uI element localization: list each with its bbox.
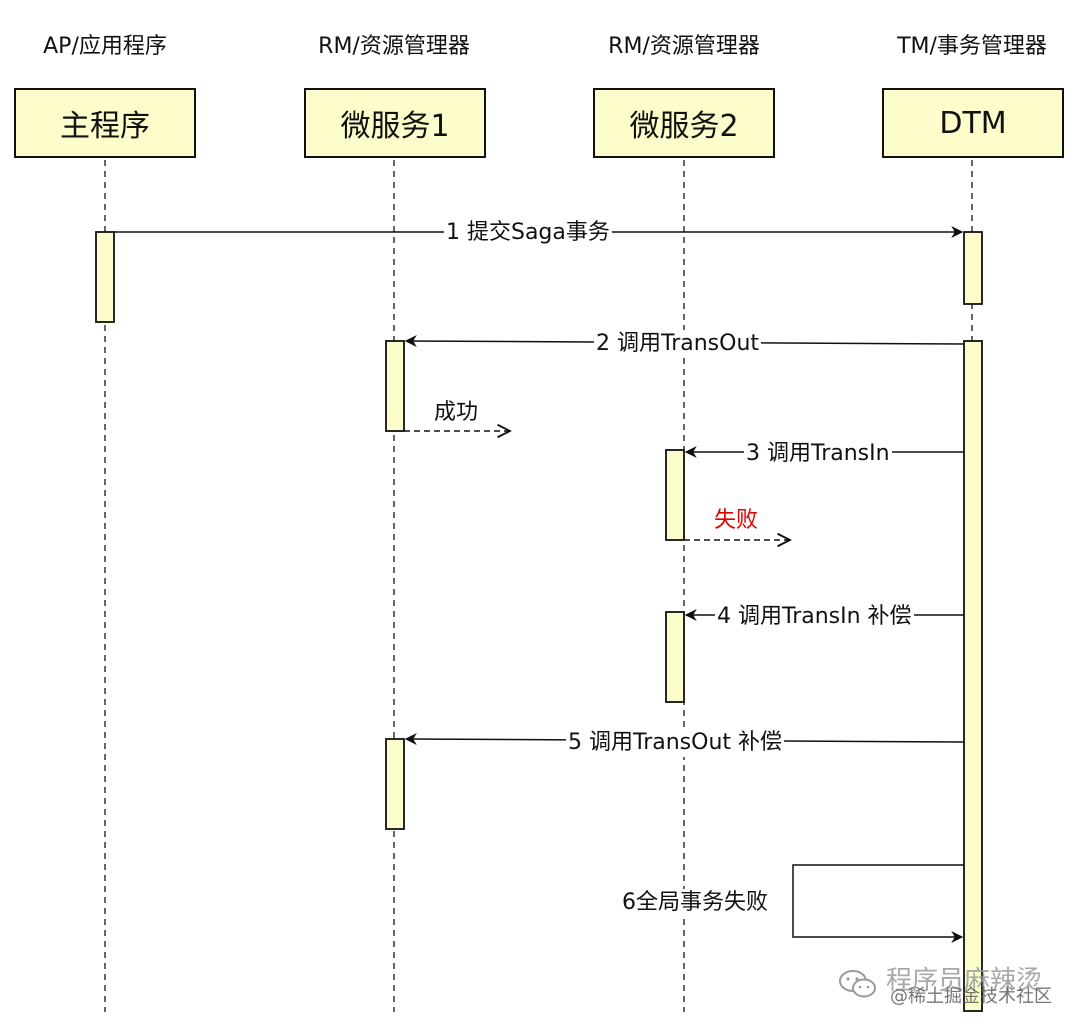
arrow-m6	[792, 864, 964, 943]
activation-svc1-1	[385, 340, 405, 432]
lifelines	[104, 160, 973, 1012]
role-svc1: RM/资源管理器	[318, 34, 470, 59]
label-m6: 6全局事务失败	[620, 889, 770, 917]
participant-dtm-label: DTM	[939, 105, 1007, 141]
role-dtm: TM/事务管理器	[897, 34, 1047, 59]
call-arrows	[114, 226, 965, 943]
label-r1: 成功	[434, 400, 479, 425]
participant-svc2: 微服务2	[593, 88, 775, 158]
label-m1: 1 提交Saga事务	[444, 219, 612, 247]
activation-dtm-2	[963, 340, 983, 1012]
participant-main: 主程序	[14, 88, 196, 158]
activation-dtm-1	[963, 231, 983, 305]
wechat-icon	[839, 970, 876, 998]
label-r2: 失败	[714, 508, 759, 533]
watermark-overlay: @稀土掘金技术社区	[890, 986, 1052, 1007]
label-m4: 4 调用TransIn 补偿	[715, 603, 914, 631]
activation-svc2-1	[665, 449, 685, 541]
role-main: AP/应用程序	[43, 34, 167, 59]
activation-svc1-2	[385, 738, 405, 830]
participant-svc2-label: 微服务2	[629, 109, 739, 144]
participant-svc1: 微服务1	[304, 88, 486, 158]
participant-main-label: 主程序	[60, 109, 150, 144]
participant-dtm: DTM	[882, 88, 1064, 158]
activations	[95, 231, 983, 1012]
watermark-text: 程序员麻辣烫	[886, 966, 1043, 996]
activation-svc2-2	[665, 611, 685, 703]
participant-svc1-label: 微服务1	[340, 109, 450, 144]
label-m5: 5 调用TransOut 补偿	[566, 729, 785, 757]
label-m2: 2 调用TransOut	[594, 330, 762, 358]
activation-main	[95, 231, 115, 323]
role-svc2: RM/资源管理器	[608, 34, 760, 59]
return-arrows	[404, 431, 790, 540]
label-m3: 3 调用TransIn	[744, 440, 892, 468]
